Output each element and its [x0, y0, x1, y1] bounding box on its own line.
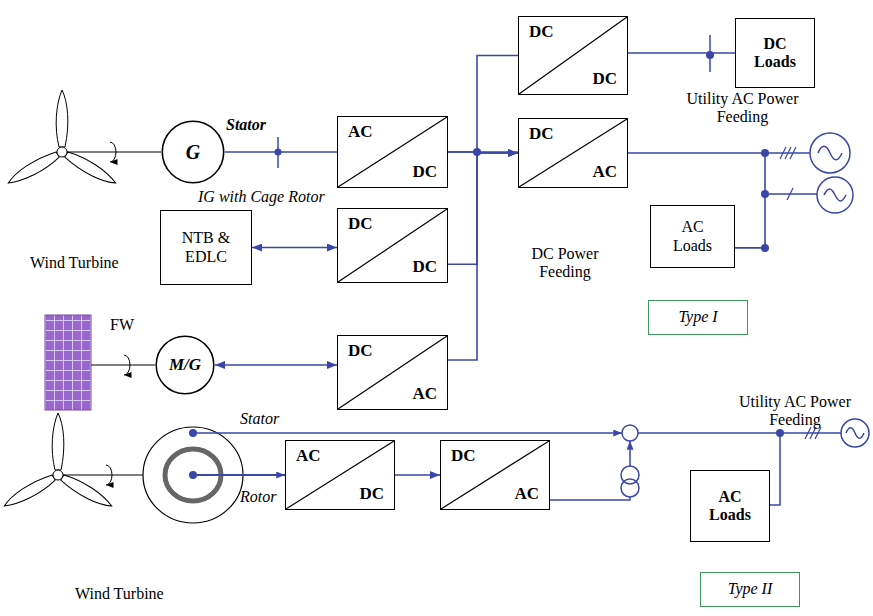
power-line: [215, 364, 337, 366]
wind-turbine: [1, 413, 114, 511]
node-text: NTB & EDLC: [171, 229, 241, 266]
flywheel-label: FW: [110, 316, 134, 334]
converter-side: DC: [592, 69, 617, 89]
converter-side: DC: [348, 214, 373, 234]
converter-side: DC: [359, 484, 384, 504]
converter-side: DC: [348, 341, 373, 361]
converter-side: AC: [514, 484, 539, 504]
converter-side: DC: [529, 22, 554, 42]
generator-label: IG with Cage Rotor: [198, 188, 325, 206]
node-text: Type II: [728, 580, 773, 598]
load-box: AC Loads: [650, 205, 735, 268]
power-line: [395, 474, 440, 476]
node-text: G: [186, 141, 200, 164]
load-box: DC Loads: [735, 18, 815, 88]
converter-box: DC AC: [440, 440, 550, 510]
node-text: AC Loads: [701, 488, 759, 525]
converter-side: AC: [412, 384, 437, 404]
converter-box: DC DC: [337, 208, 448, 283]
stator-label: Stator: [240, 410, 279, 428]
feeding-label: DC Power Feeding: [520, 245, 610, 282]
converter-side: DC: [412, 162, 437, 182]
motor-generator-circle: M/G: [155, 335, 215, 395]
node-text: Type I: [678, 308, 717, 326]
power-line: [252, 247, 337, 249]
converter-side: AC: [592, 162, 617, 182]
power-line: [225, 151, 337, 153]
converter-box: AC DC: [337, 116, 448, 188]
storage-box: NTB & EDLC: [160, 210, 252, 285]
converter-side: AC: [348, 122, 373, 142]
wind-turbine: [5, 90, 118, 188]
power-line: [628, 52, 735, 54]
converter-box: DC DC: [518, 16, 628, 95]
converter-side: DC: [451, 446, 476, 466]
converter-side: DC: [412, 257, 437, 277]
stator-label: Stator: [226, 116, 266, 134]
feeding-label: Utility AC Power Feeding: [675, 90, 810, 127]
turbine-label: Wind Turbine: [75, 585, 164, 603]
type-tag: Type I: [648, 300, 748, 335]
converter-box: AC DC: [285, 440, 395, 510]
generator-circle: G: [161, 120, 225, 184]
flywheel: [45, 315, 91, 410]
rotor-label: Rotor: [240, 488, 276, 506]
power-line: [448, 153, 518, 264]
node-text: M/G: [169, 355, 201, 375]
converter-box: DC AC: [337, 335, 448, 410]
converter-box: DC AC: [518, 118, 628, 188]
node-text: DC Loads: [746, 35, 804, 72]
converter-side: DC: [529, 124, 554, 144]
turbine-label: Wind Turbine: [30, 254, 119, 272]
feeding-label: Utility AC Power Feeding: [725, 393, 865, 430]
converter-side: AC: [296, 446, 321, 466]
type-tag: Type II: [700, 572, 800, 607]
load-box: AC Loads: [690, 470, 770, 542]
node-text: AC Loads: [661, 218, 724, 255]
power-line: [448, 153, 518, 360]
power-line: [448, 56, 518, 153]
